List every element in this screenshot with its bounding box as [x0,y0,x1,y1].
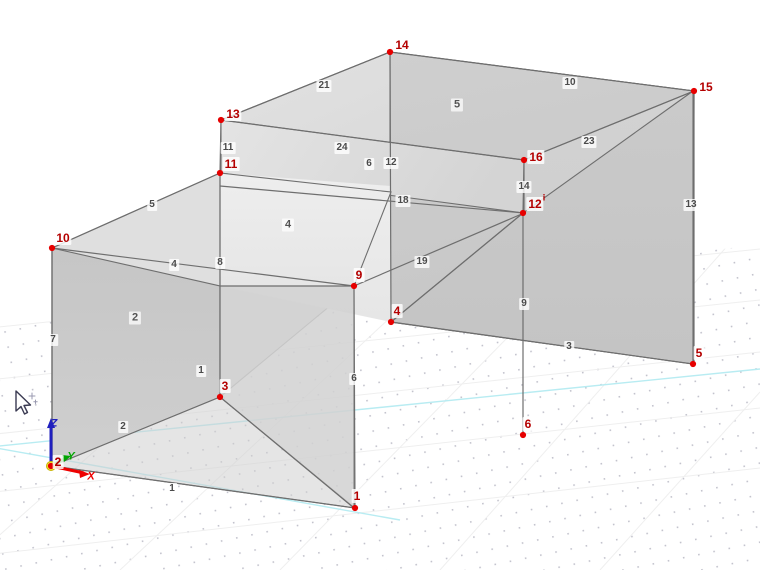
model-nodes[interactable] [47,48,698,512]
member-4 [51,247,355,287]
member-10 [389,51,695,92]
member-1 [51,465,356,509]
member-12 [389,51,392,323]
node-dot[interactable] [519,209,527,217]
surface-front-lower-left[interactable] [52,397,355,508]
member-19 [353,212,525,287]
member-23 [523,90,695,161]
member-bottom-right-stub [390,212,524,323]
node-dot[interactable] [351,504,359,512]
node-dot[interactable] [689,360,697,368]
member-13 [692,90,695,365]
node-dot[interactable] [387,318,395,326]
member-left-diag [219,396,355,509]
member-6 [353,285,356,509]
node-dot[interactable] [48,244,56,252]
node-dot[interactable] [47,462,55,470]
node-dot[interactable] [350,282,358,290]
member-5 [51,172,221,249]
member-21 [220,51,391,121]
node-dot[interactable] [386,48,394,56]
member-3 [390,321,694,365]
node-dot[interactable] [520,156,528,164]
node-dot[interactable] [216,393,224,401]
node-dot[interactable] [216,169,224,177]
node-dot[interactable] [690,87,698,95]
member-24 [220,119,525,161]
axis-z-head [47,418,55,428]
node-dot[interactable] [519,431,527,439]
member-18 [219,185,525,214]
member-11 [219,119,222,174]
node-dot[interactable] [217,116,225,124]
axis-x-head [79,470,90,478]
axis-y-head [62,455,71,462]
